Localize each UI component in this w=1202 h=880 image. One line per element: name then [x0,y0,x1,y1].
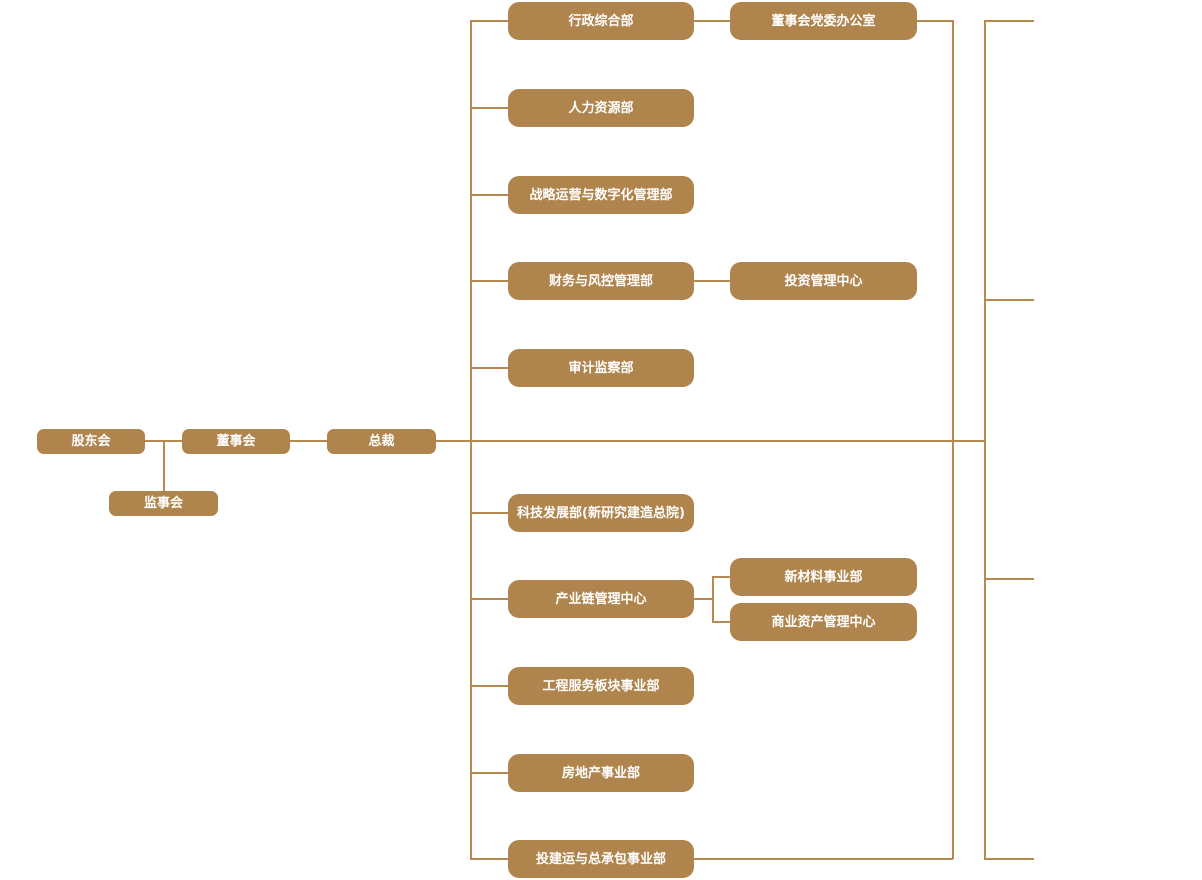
connector-bracket-commercial [712,621,730,623]
dept-stub-industry-chain [470,598,508,600]
org-node-commercial-assets: 商业资产管理中心 [730,603,917,641]
dept-stub-engineering-services [470,685,508,687]
trunk-president-main [436,440,984,442]
org-node-shareholders: 股东会 [37,429,145,454]
connector-supervisory-drop [163,440,165,491]
org-node-finance-risk: 财务与风控管理部 [508,262,694,300]
rail-right-inner [952,20,954,859]
org-node-tech-development: 科技发展部(新研究建造总院) [508,494,694,532]
rail-right-outer [984,20,986,859]
org-node-strategy-digital: 战略运营与数字化管理部 [508,176,694,214]
org-node-engineering-services: 工程服务板块事业部 [508,667,694,705]
offscreen-stub-3 [984,578,1034,580]
offscreen-stub-1 [984,20,1034,22]
dept-stub-audit-supervision [470,367,508,369]
dept-stub-hr [470,107,508,109]
dept-rail-left [470,20,472,860]
org-node-investment-center: 投资管理中心 [730,262,917,300]
offscreen-stub-4 [984,858,1034,860]
dept-stub-invest-build-epc [470,858,508,860]
dept-stub-admin-general [470,20,508,22]
org-node-invest-build-epc: 投建运与总承包事业部 [508,840,694,878]
connector-finance-investment [694,280,730,282]
org-node-real-estate: 房地产事业部 [508,754,694,792]
org-node-admin-general: 行政综合部 [508,2,694,40]
org-node-president: 总裁 [327,429,436,454]
connector-chain-bracket [694,598,712,600]
org-node-board-of-directors: 董事会 [182,429,290,454]
connector-bottom-box-rail [694,858,953,860]
offscreen-stub-2 [984,299,1034,301]
org-node-industry-chain: 产业链管理中心 [508,580,694,618]
org-node-new-materials: 新材料事业部 [730,558,917,596]
connector-partyoffice-rail [917,20,953,22]
dept-stub-tech-development [470,512,508,514]
dept-stub-strategy-digital [470,194,508,196]
dept-stub-finance-risk [470,280,508,282]
org-node-party-committee-office: 董事会党委办公室 [730,2,917,40]
bracket-chain-children [712,576,714,623]
connector-admin-partyoffice [694,20,730,22]
org-node-hr: 人力资源部 [508,89,694,127]
dept-stub-real-estate [470,772,508,774]
org-node-supervisory-board: 监事会 [109,491,218,516]
org-node-audit-supervision: 审计监察部 [508,349,694,387]
connector-bracket-materials [712,576,730,578]
connector-board-president [290,440,327,442]
